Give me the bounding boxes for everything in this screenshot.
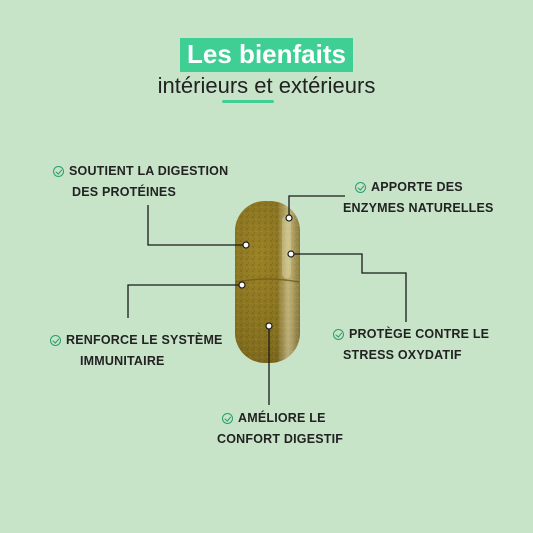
benefit-comfort: AMÉLIORE LE CONFORT DIGESTIF <box>217 408 343 450</box>
subtitle-underline <box>222 100 274 103</box>
connector-oxidative <box>291 253 407 322</box>
benefit-immunity: RENFORCE LE SYSTÈME IMMUNITAIRE <box>50 330 223 372</box>
capsule-icon <box>235 201 300 363</box>
benefit-line: CONFORT DIGESTIF <box>217 432 344 446</box>
check-circle-icon <box>355 182 366 193</box>
benefit-line: ENZYMES NATURELLES <box>343 201 494 215</box>
dot-oxidative <box>287 250 295 258</box>
dot-digestion <box>242 241 250 249</box>
page-subtitle: intérieurs et extérieurs <box>157 73 376 98</box>
dot-immunity <box>238 281 246 289</box>
benefit-line: AMÉLIORE LE <box>238 411 326 425</box>
check-circle-icon <box>50 335 61 346</box>
benefit-line: DES PROTÉINES <box>72 185 177 199</box>
check-circle-icon <box>53 166 64 177</box>
benefit-digestion: SOUTIENT LA DIGESTION DES PROTÉINES <box>53 161 228 203</box>
benefit-line: APPORTE DES <box>371 180 463 194</box>
connector-enzymes <box>288 195 345 217</box>
title-block: Les bienfaits <box>0 38 533 72</box>
check-circle-icon <box>222 413 233 424</box>
benefit-line: SOUTIENT LA DIGESTION <box>69 164 229 178</box>
benefit-line: STRESS OXYDATIF <box>343 348 462 362</box>
benefit-line: RENFORCE LE SYSTÈME <box>66 333 223 347</box>
connector-immunity <box>127 284 242 318</box>
connector-digestion <box>147 205 246 246</box>
benefit-oxidative: PROTÈGE CONTRE LE STRESS OXYDATIF <box>333 324 489 366</box>
check-circle-icon <box>333 329 344 340</box>
benefit-line: PROTÈGE CONTRE LE <box>349 327 490 341</box>
benefit-enzymes: APPORTE DES ENZYMES NATURELLES <box>343 177 494 219</box>
dot-enzymes <box>285 214 293 222</box>
benefit-line: IMMUNITAIRE <box>80 354 165 368</box>
dot-comfort <box>265 322 273 330</box>
page-title: Les bienfaits <box>180 38 353 72</box>
